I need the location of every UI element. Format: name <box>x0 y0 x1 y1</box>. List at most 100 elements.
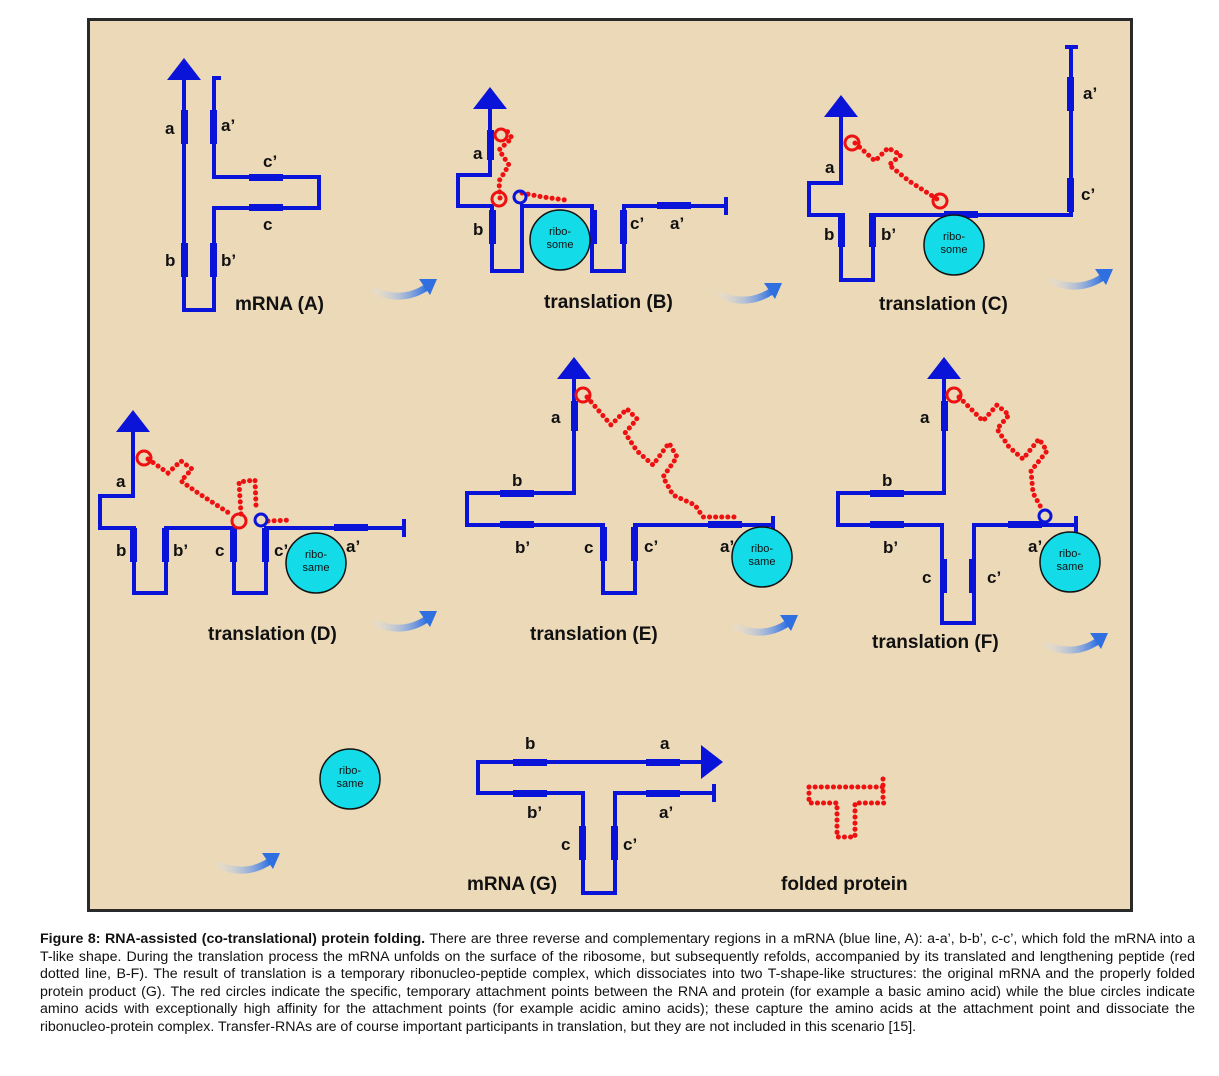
ribosome-label: ribo- <box>339 765 361 777</box>
label-a-prime: a’ <box>670 214 684 233</box>
label-a-prime: a’ <box>1028 537 1042 556</box>
label-a: a <box>920 408 930 427</box>
panel-c: ribo- some a b b’ a’ c’ translation (C) <box>807 45 1097 315</box>
panel-title-c: translation (C) <box>879 294 1008 315</box>
label-b-prime: b’ <box>527 803 542 822</box>
panel-e: ribo- same a b b’ c c’ a’ translation (E… <box>465 357 793 645</box>
curved-arrow-icon <box>716 283 782 304</box>
panel-title-e: translation (E) <box>530 624 658 645</box>
label-a-prime: a’ <box>659 803 673 822</box>
peptide-e <box>584 394 740 520</box>
label-c-prime: c’ <box>1081 185 1095 204</box>
mrna-arrowhead-e <box>557 357 591 379</box>
label-c: c <box>263 215 272 234</box>
caption-body: There are three reverse and complementar… <box>40 931 1195 1035</box>
label-b: b <box>165 251 175 270</box>
ribosome-label: some <box>941 244 968 256</box>
mrna-strand-b <box>456 107 726 273</box>
red-attachment-circle <box>574 386 592 404</box>
ribosome-label: same <box>749 556 776 568</box>
panel-g: ribo- same b a b’ a’ c c’ mRNA (G) folde… <box>319 734 908 895</box>
label-a: a <box>165 119 175 138</box>
curved-arrow-icon <box>1047 269 1113 290</box>
label-b-prime: b’ <box>881 225 896 244</box>
panel-b: ribo- some a b c’ a’ translation (B) <box>456 87 728 313</box>
label-a-prime: a’ <box>221 116 235 135</box>
panel-title-g: mRNA (G) <box>467 874 557 895</box>
folded-protein <box>806 776 890 840</box>
label-c-prime: c’ <box>274 541 288 560</box>
transition-arrows <box>214 269 1113 874</box>
label-a: a <box>660 734 670 753</box>
ribosome-label: ribo- <box>305 549 327 561</box>
caption-heading: Figure 8: RNA-assisted (co-translational… <box>40 931 426 947</box>
curved-arrow-icon <box>371 279 437 300</box>
peptide-b <box>495 128 568 203</box>
panel-f: ribo- same a b b’ a’ c c’ translation (F… <box>836 357 1101 653</box>
red-attachment-circle <box>931 192 949 210</box>
label-a-prime: a’ <box>720 537 734 556</box>
label-b: b <box>882 471 892 490</box>
ribosome-d <box>285 532 347 594</box>
label-b-prime: b’ <box>883 538 898 557</box>
panel-title-a: mRNA (A) <box>235 294 324 315</box>
peptide-d <box>145 456 294 524</box>
ribosome-b <box>529 209 591 271</box>
label-c-prime: c’ <box>644 537 658 556</box>
label-c: c <box>584 538 593 557</box>
ribosome-label: ribo- <box>751 543 773 555</box>
panel-title-d: translation (D) <box>208 624 337 645</box>
label-a: a <box>551 408 561 427</box>
ribosome-f <box>1039 531 1101 593</box>
label-c: c <box>561 835 570 854</box>
ribosome-label: ribo- <box>1059 548 1081 560</box>
ribosome-label: some <box>547 239 574 251</box>
figure-caption: Figure 8: RNA-assisted (co-translational… <box>40 931 1195 1036</box>
label-a: a <box>825 158 835 177</box>
panel-d: ribo- same a b b’ c c’ a’ translation (D… <box>98 410 406 645</box>
label-a-prime: a’ <box>1083 84 1097 103</box>
label-c-prime: c’ <box>987 568 1001 587</box>
ribosome-label: ribo- <box>943 231 965 243</box>
label-a-prime: a’ <box>346 537 360 556</box>
label-c: c <box>922 568 931 587</box>
mrna-strand-f <box>836 377 1076 625</box>
mrna-arrowhead-d <box>116 410 150 432</box>
label-b: b <box>512 471 522 490</box>
panel-title-f: translation (F) <box>872 632 999 653</box>
panel-a: a a’ c’ c b b’ mRNA (A) <box>165 58 324 315</box>
folded-protein-label: folded protein <box>781 874 908 895</box>
ribosome-e <box>731 526 793 588</box>
blue-affinity-circle <box>1037 508 1053 524</box>
mrna-strand-d <box>98 430 404 595</box>
ribosome-g <box>319 748 381 810</box>
red-attachment-circle <box>135 449 153 467</box>
ribosome-label: same <box>337 778 364 790</box>
label-a: a <box>116 472 126 491</box>
ribosome-label: same <box>303 562 330 574</box>
diagram-canvas: a a’ c’ c b b’ mRNA (A) ribo- some a b c… <box>98 45 1113 895</box>
blue-affinity-circle <box>512 189 528 205</box>
figure-panel: a a’ c’ c b b’ mRNA (A) ribo- some a b c… <box>87 18 1133 912</box>
label-b: b <box>525 734 535 753</box>
ribosome-label: same <box>1057 561 1084 573</box>
red-attachment-circle <box>230 512 248 530</box>
label-c-prime: c’ <box>263 152 277 171</box>
blue-affinity-circle <box>253 512 269 528</box>
label-b-prime: b’ <box>173 541 188 560</box>
label-c-prime: c’ <box>630 214 644 233</box>
label-b-prime: b’ <box>515 538 530 557</box>
label-b: b <box>824 225 834 244</box>
mrna-arrowhead-b <box>473 87 507 109</box>
label-b: b <box>473 220 483 239</box>
red-attachment-circle <box>493 127 509 143</box>
red-attachment-circle <box>843 134 861 152</box>
mrna-arrowhead-c <box>824 95 858 117</box>
label-a: a <box>473 144 483 163</box>
panel-title-b: translation (B) <box>544 292 673 313</box>
curved-arrow-icon <box>214 853 280 874</box>
curved-arrow-icon <box>732 615 798 636</box>
label-b-prime: b’ <box>221 251 236 270</box>
curved-arrow-icon <box>1042 633 1108 654</box>
red-attachment-circle <box>945 386 963 404</box>
